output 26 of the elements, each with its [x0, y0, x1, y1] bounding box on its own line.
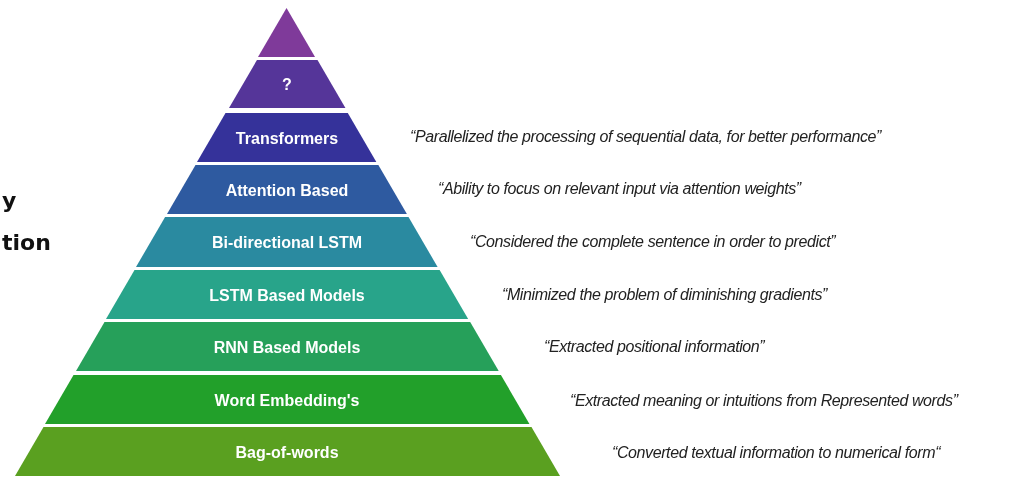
- layer-label: ?: [282, 75, 292, 94]
- layer-label: Transformers: [235, 128, 339, 148]
- layer-label: Attention Based: [225, 180, 349, 200]
- description-quote: “Ability to focus on relevant input via attention weights”: [438, 180, 801, 198]
- description-quote: “Considered the complete sentence in order to predict”: [470, 233, 836, 251]
- description-quote: “Converted textual information to numerical form“: [612, 444, 941, 462]
- pyramid-layer: [136, 217, 438, 267]
- pyramid-layer: [105, 270, 469, 319]
- description-quote: “Parallelized the processing of sequential data, for better performance”: [410, 128, 882, 146]
- pyramid-layer: [44, 375, 530, 424]
- pyramid-apex: [258, 8, 316, 57]
- description-quote: “Extracted meaning or intuitions from Represented words”: [570, 392, 958, 410]
- side-label: tion: [2, 232, 51, 254]
- pyramid-layer: [75, 322, 499, 371]
- side-label: y: [2, 190, 17, 212]
- layer-label: Bi-directional LSTM: [211, 233, 363, 252]
- layer-label: LSTM Based Models: [209, 285, 365, 305]
- pyramid-layer: [14, 427, 560, 476]
- pyramid-layer: [197, 113, 377, 162]
- layer-label: Bag-of-words: [235, 442, 339, 462]
- description-quote: “Extracted positional information”: [544, 338, 765, 356]
- description-quote: “Minimized the problem of diminishing gradients”: [502, 286, 827, 304]
- layer-label: Word Embedding's: [214, 390, 360, 410]
- pyramid-layer: [228, 60, 346, 108]
- layer-label: RNN Based Models: [213, 337, 361, 357]
- pyramid-layer: [167, 165, 407, 214]
